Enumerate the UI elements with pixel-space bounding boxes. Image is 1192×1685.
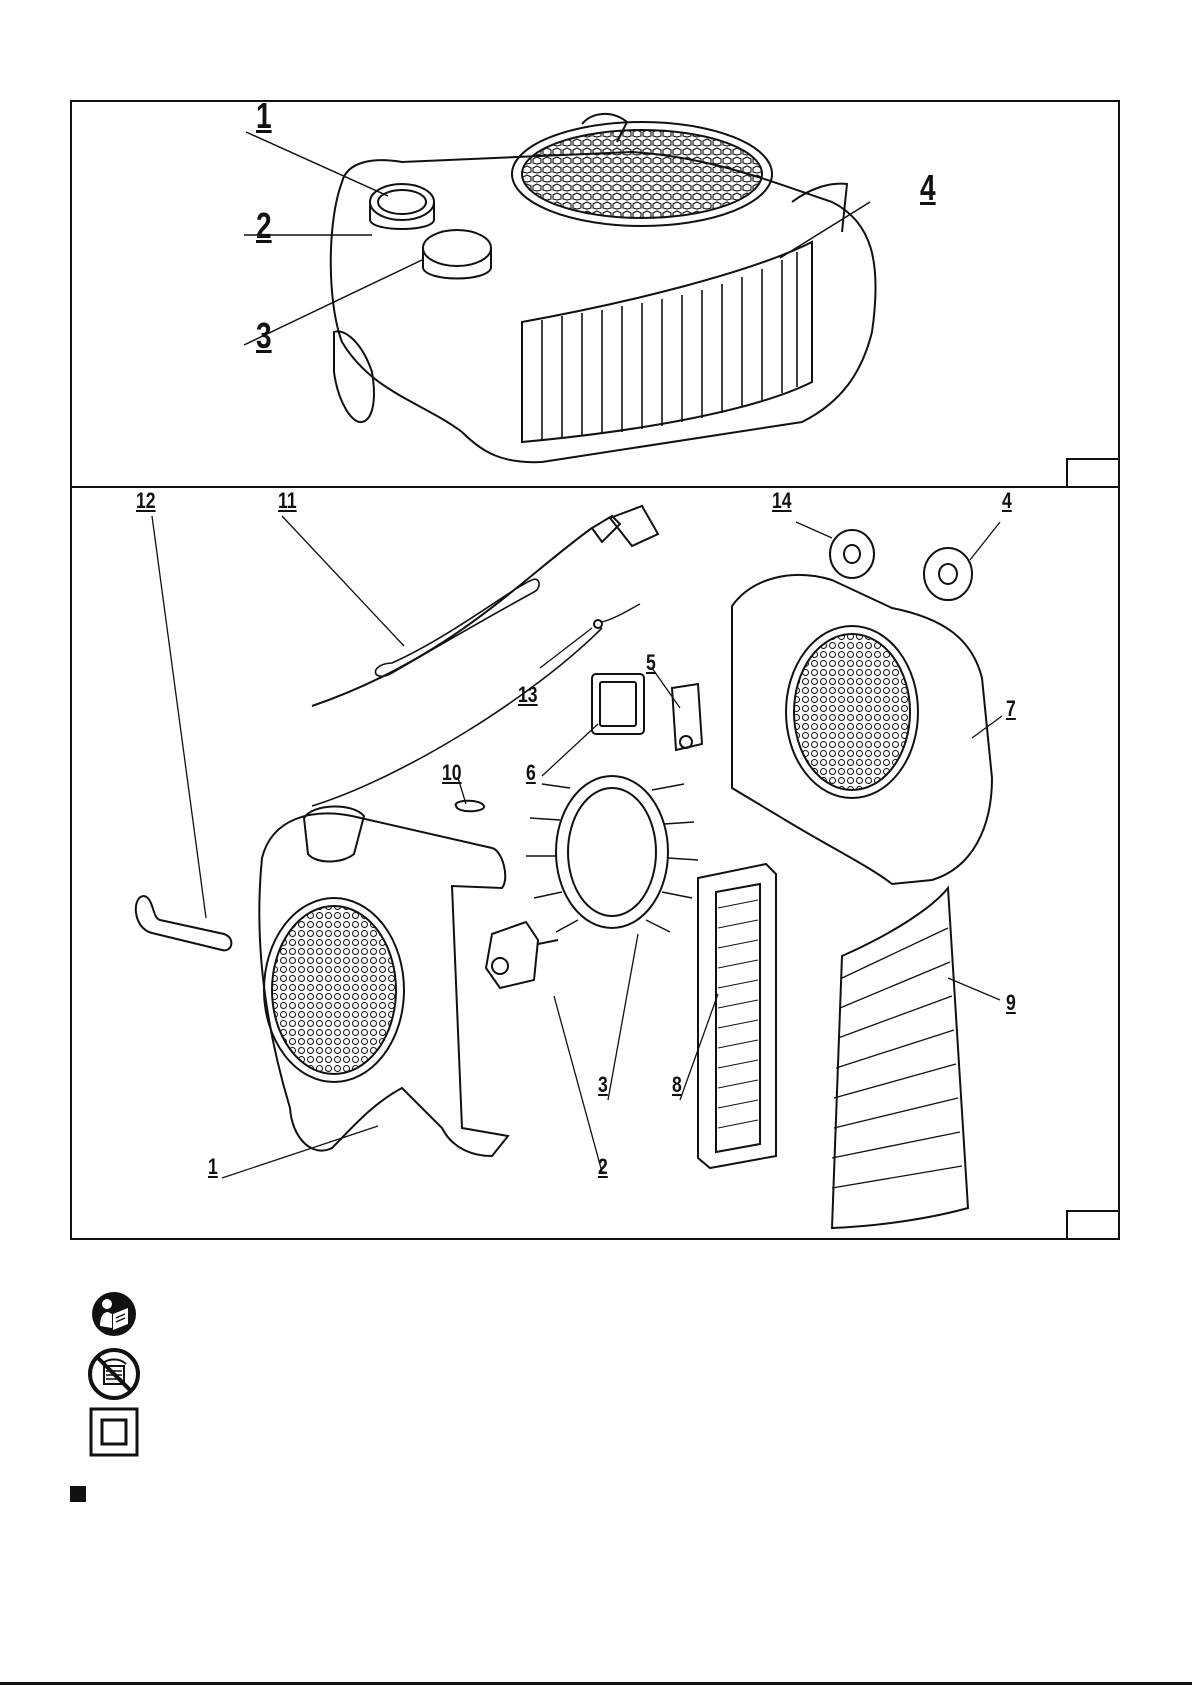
callout-13: 13 xyxy=(518,684,538,706)
callout-7: 7 xyxy=(1006,698,1016,720)
section-bullet xyxy=(70,1486,86,1502)
callout-2b: 2 xyxy=(598,1156,608,1178)
callout-10: 10 xyxy=(442,762,462,784)
figure-2-panel: 12 11 14 4 5 13 7 6 10 9 3 8 1 2 xyxy=(70,486,1120,1240)
do-not-cover-icon xyxy=(86,1346,142,1402)
figure-number-box-2 xyxy=(1066,1210,1120,1240)
callout-5: 5 xyxy=(646,652,656,674)
callout-4: 4 xyxy=(920,170,936,206)
callout-2: 2 xyxy=(256,208,272,244)
callout-9: 9 xyxy=(1006,992,1016,1014)
callout-3b: 3 xyxy=(598,1074,608,1096)
read-manual-icon xyxy=(90,1290,138,1338)
callout-6: 6 xyxy=(526,762,536,784)
figure-number-box xyxy=(1066,458,1120,488)
callout-11: 11 xyxy=(278,490,297,512)
protection-class-ii-icon xyxy=(88,1406,140,1458)
callout-12: 12 xyxy=(136,490,156,512)
callout-3: 3 xyxy=(256,318,272,354)
heater-exploded-illustration xyxy=(72,488,1122,1242)
heater-assembled-illustration xyxy=(72,102,1122,490)
callout-8: 8 xyxy=(672,1074,682,1096)
callout-14: 14 xyxy=(772,490,792,512)
callout-1: 1 xyxy=(256,98,272,134)
figure-1-panel: 1 2 3 4 xyxy=(70,100,1120,488)
callout-1b: 1 xyxy=(208,1156,218,1178)
callout-4b: 4 xyxy=(1002,490,1012,512)
